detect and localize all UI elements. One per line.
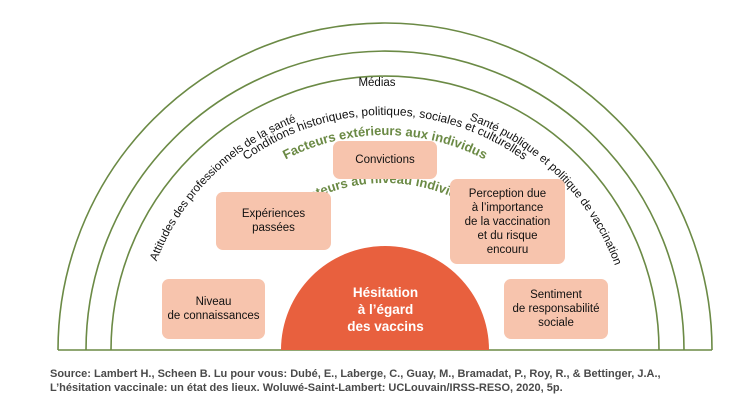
source-line-2: L’hésitation vaccinale: un état des lieu… [50,382,563,394]
outer-ring-arc [57,22,713,351]
hesitation-label: Hésitation à l’égard des vaccins [347,285,424,334]
medias-label: Médias [358,77,396,89]
box-convictions: Convictions [333,141,437,179]
hesitation-semicircle [281,246,489,350]
box-sentiment-responsabilite: Sentiment de responsabilité sociale [504,279,608,339]
source-line-1: Source: Lambert H., Scheen B. Lu pour vo… [50,368,661,380]
box-niveau-connaissances: Niveau de connaissances [162,279,265,339]
exterior-ring-arc [85,50,685,351]
source-citation: Source: Lambert H., Scheen B. Lu pour vo… [50,367,740,395]
individual-ring-arc [110,75,660,351]
box-experiences: Expériences passées [216,192,331,250]
box-perception: Perception due à l’importance de la vacc… [450,179,565,264]
